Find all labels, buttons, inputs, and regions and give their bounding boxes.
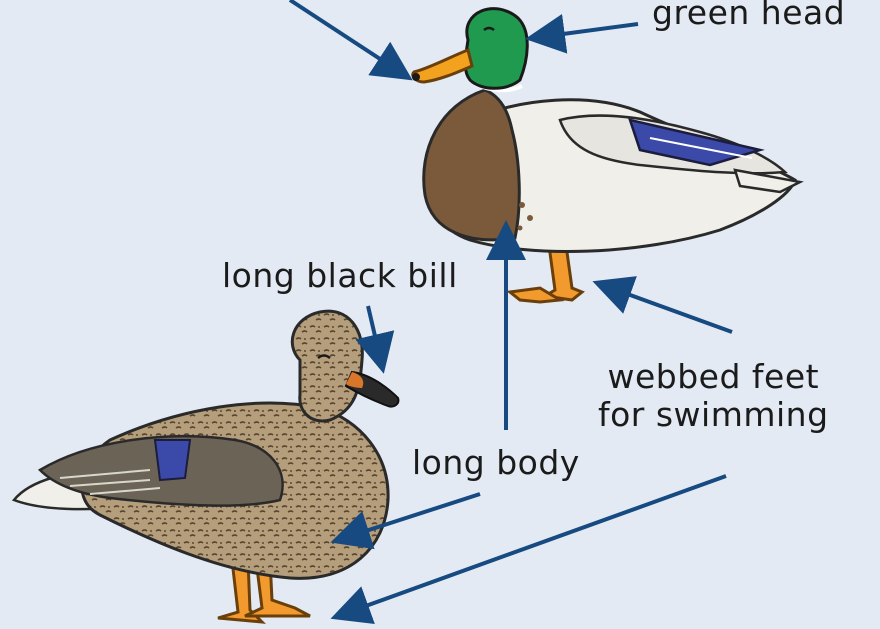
label-webbed-feet-line2: for swimming [598,396,829,434]
arrow-to-green-head [533,24,638,38]
label-webbed-feet-line1: webbed feet [598,358,829,396]
label-green-head: green head [652,0,845,32]
drake-duck [412,9,800,302]
female-duck [14,311,398,622]
arrow-to-drake-bill [290,0,406,76]
arrow-to-female-feet [338,476,726,616]
label-webbed-feet: webbed feet for swimming [598,358,829,434]
arrow-to-female-bill [368,306,382,366]
label-long-black-bill: long black bill [222,257,458,295]
arrow-to-drake-feet [600,284,732,332]
label-long-body: long body [412,444,580,482]
